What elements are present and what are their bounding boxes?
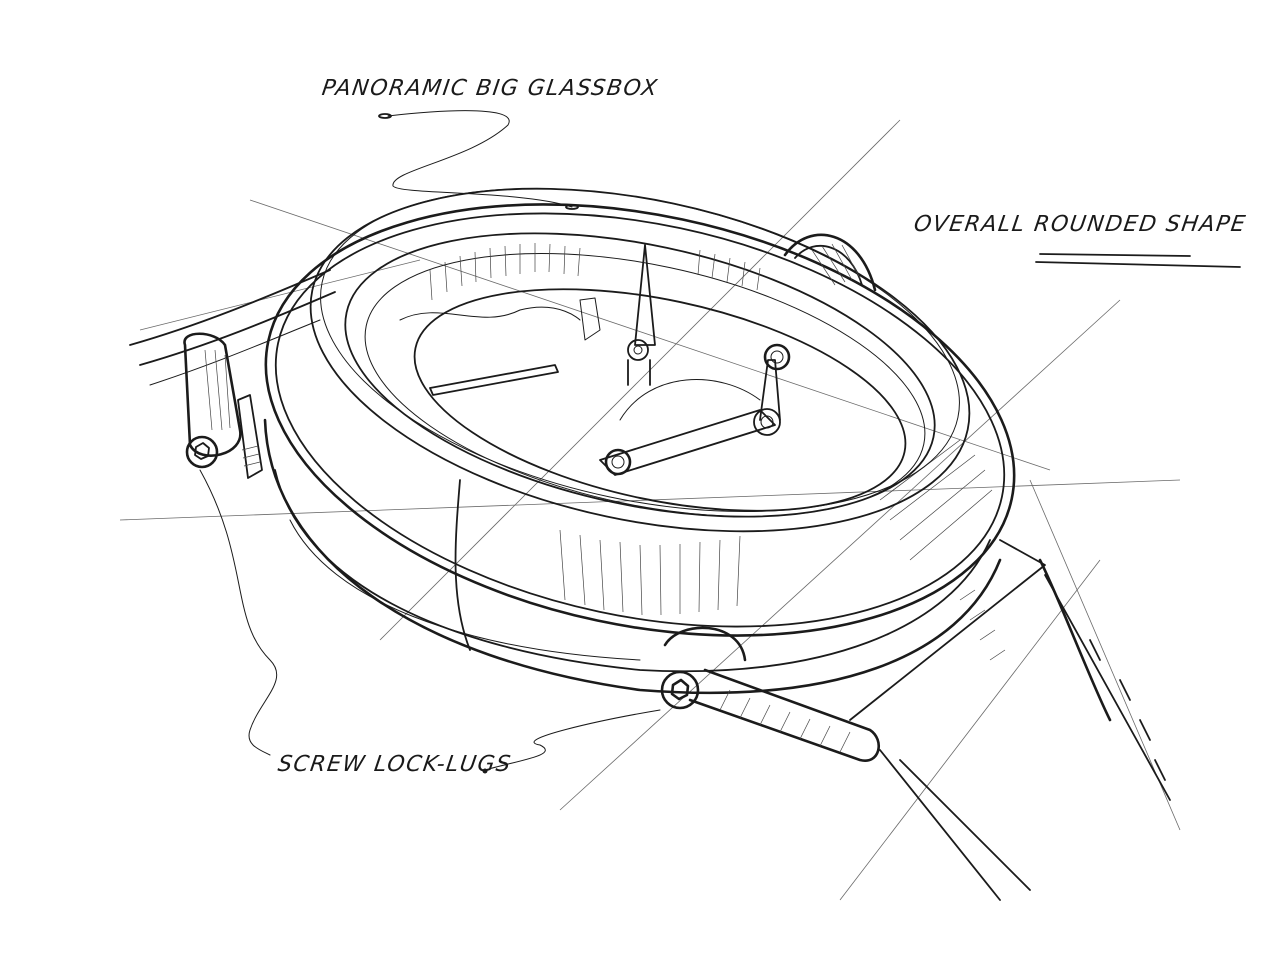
leader-panoramic	[387, 110, 573, 208]
annotation-panoramic-big-glassbox: PANORAMIC BIG GLASSBOX	[320, 76, 660, 101]
annotation-overall-rounded-shape: OVERALL ROUNDED SHAPE	[912, 212, 1249, 237]
bottom-lug	[660, 626, 880, 762]
watch-hands	[429, 244, 791, 476]
crown	[783, 233, 877, 292]
bottom-lug-screw-icon	[660, 670, 700, 710]
leader-lugs-bottom	[484, 709, 661, 771]
left-lug-screw-icon	[185, 435, 219, 469]
minute-hand	[429, 364, 559, 396]
right-strap	[849, 539, 1171, 901]
leader-lugs-left	[199, 469, 278, 756]
watch-case	[263, 203, 1016, 695]
left-lug	[183, 332, 263, 479]
seconds-hand	[634, 244, 656, 346]
annotation-screw-lock-lugs: SCREW LOCK-LUGS	[276, 752, 514, 777]
dial	[399, 288, 907, 512]
glass-box-crystal	[309, 187, 971, 533]
left-strap	[129, 269, 336, 386]
leader-lines	[199, 110, 1241, 774]
hour-hand	[599, 409, 776, 476]
construction-lines	[119, 119, 1181, 901]
